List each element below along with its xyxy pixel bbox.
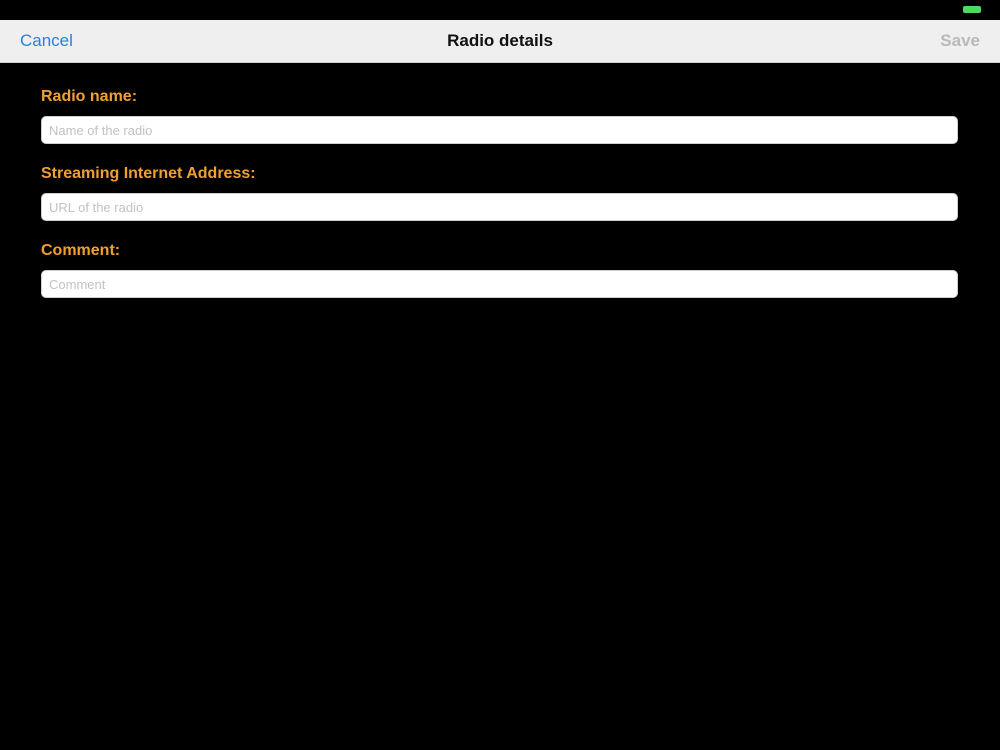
comment-input[interactable] (41, 270, 958, 298)
battery-icon (963, 6, 981, 13)
status-bar (0, 0, 1000, 20)
save-button[interactable]: Save (940, 31, 980, 50)
streaming-address-label: Streaming Internet Address: (41, 165, 256, 182)
streaming-address-input[interactable] (41, 193, 958, 221)
page-title: Radio details (447, 31, 553, 50)
navigation-bar: Cancel Radio details Save (0, 20, 1000, 63)
cancel-button[interactable]: Cancel (20, 31, 73, 50)
comment-label: Comment: (41, 242, 121, 259)
radio-name-label: Radio name: (41, 88, 138, 105)
radio-name-input[interactable] (41, 116, 958, 144)
